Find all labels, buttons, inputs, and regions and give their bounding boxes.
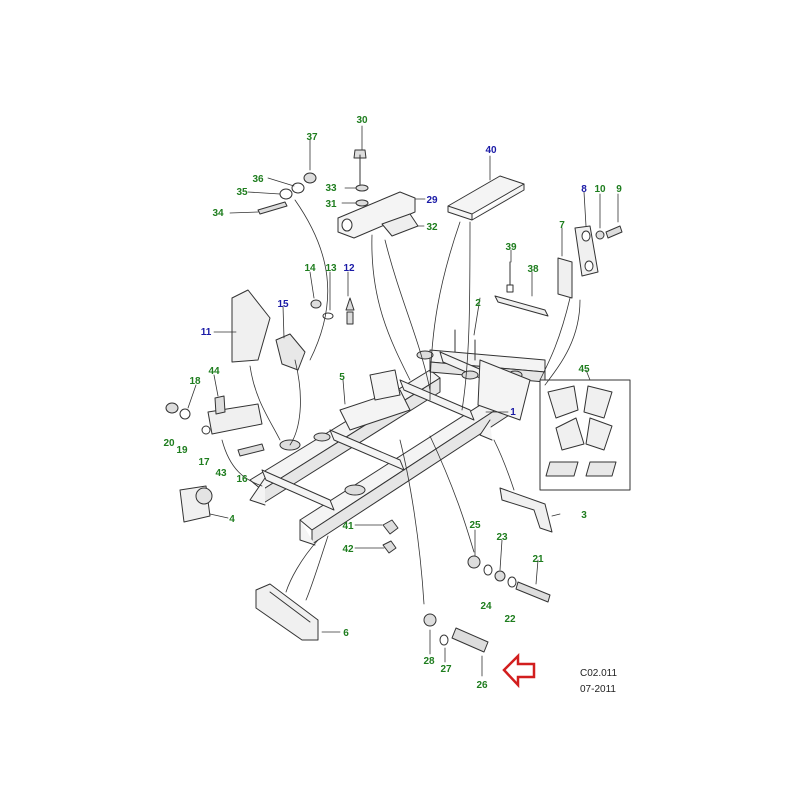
callout-44: 44 [208, 366, 220, 377]
callout-35: 35 [236, 187, 248, 198]
side-bracket-group [557, 225, 623, 299]
callout-4: 4 [229, 514, 235, 525]
callout-20: 20 [163, 438, 175, 449]
callout-6: 6 [343, 628, 349, 639]
callout-34: 34 [212, 208, 224, 219]
callout-7: 7 [559, 220, 565, 231]
callout-36: 36 [252, 174, 264, 185]
callout-38: 38 [527, 264, 539, 275]
callout-32: 32 [426, 222, 438, 233]
callout-labels: 30 37 36 35 34 33 31 29 32 40 8 10 9 7 3… [163, 115, 622, 691]
callout-24: 24 [480, 601, 492, 612]
callout-27: 27 [440, 664, 452, 675]
callout-28: 28 [423, 656, 435, 667]
callout-8: 8 [581, 184, 587, 195]
callout-22: 22 [504, 614, 516, 625]
callout-10: 10 [594, 184, 606, 195]
chassis-frame [249, 329, 546, 546]
outline-left-arrow-icon [502, 652, 536, 689]
callout-5: 5 [339, 372, 345, 383]
callout-37: 37 [306, 132, 318, 143]
front-bracket-group [165, 395, 265, 457]
callout-2: 2 [475, 298, 481, 309]
mounting-strip [494, 295, 549, 317]
reference-code: C02.011 [580, 668, 618, 679]
callout-39: 39 [505, 242, 517, 253]
callout-1: 1 [510, 407, 516, 418]
clip-42 [382, 540, 397, 554]
callout-29: 29 [426, 195, 438, 206]
mount-bracket-group [231, 289, 355, 371]
lower-bracket [255, 583, 319, 641]
callout-17: 17 [198, 457, 210, 468]
callout-13: 13 [325, 263, 337, 274]
callout-25: 25 [469, 520, 481, 531]
bump-stop [179, 485, 213, 523]
callout-30: 30 [356, 115, 368, 126]
callout-23: 23 [496, 532, 508, 543]
callout-19: 19 [176, 445, 188, 456]
callout-9: 9 [616, 184, 622, 195]
upper-bracket-assembly [257, 149, 419, 239]
leader-lines [187, 125, 619, 677]
callout-14: 14 [304, 263, 316, 274]
callout-21: 21 [532, 554, 544, 565]
clip-41 [382, 519, 399, 535]
callout-26: 26 [476, 680, 488, 691]
callout-31: 31 [325, 199, 337, 210]
callout-43: 43 [215, 468, 227, 479]
callout-11: 11 [201, 327, 212, 338]
callout-40: 40 [485, 145, 497, 156]
callout-45: 45 [578, 364, 590, 375]
stud-39 [506, 261, 514, 293]
callout-41: 41 [342, 521, 354, 532]
crossmember-bracket [499, 487, 553, 533]
callout-16: 16 [236, 474, 248, 485]
callout-12: 12 [343, 263, 355, 274]
callout-15: 15 [277, 299, 289, 310]
inset-parts-box [539, 379, 631, 491]
callout-3: 3 [581, 510, 587, 521]
callout-42: 42 [342, 544, 354, 555]
callout-18: 18 [189, 376, 201, 387]
rear-plate [447, 175, 525, 221]
reference-date: 07-2011 [580, 684, 616, 695]
callout-33: 33 [325, 183, 337, 194]
fasteners-lower [423, 555, 551, 653]
